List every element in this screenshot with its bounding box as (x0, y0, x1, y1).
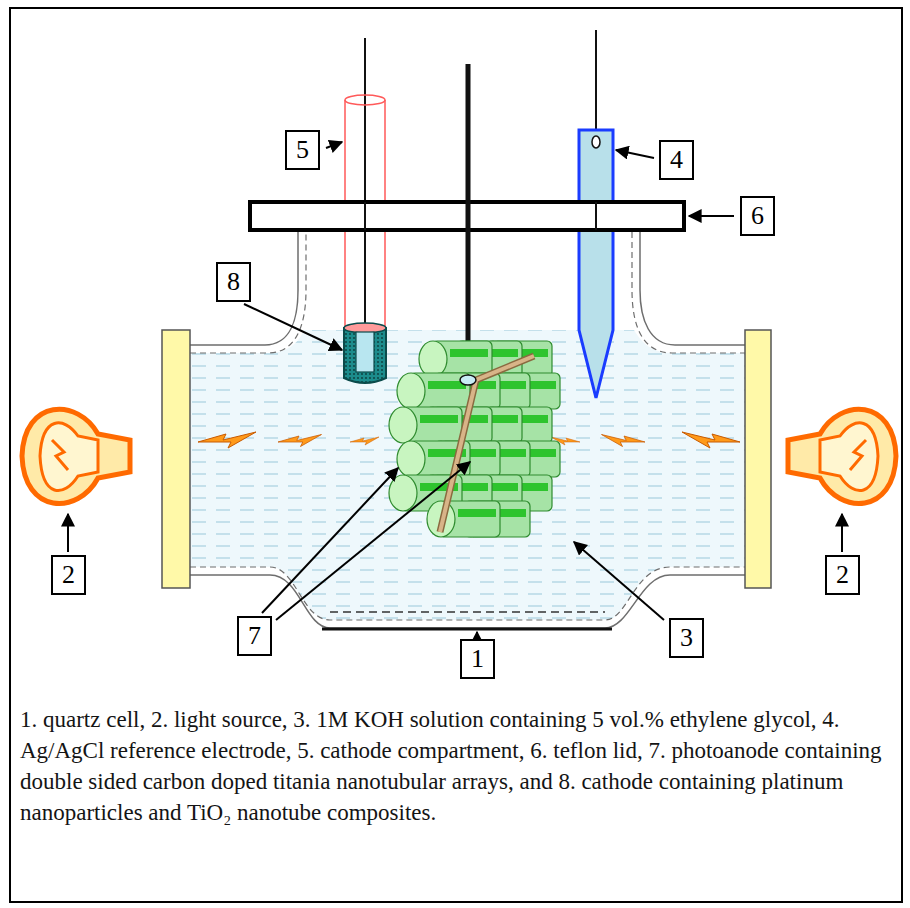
cell-inner-wall (190, 567, 745, 620)
callout-box: 7 (237, 616, 272, 656)
anode-strap-edge (440, 356, 534, 532)
callout-number: 2 (62, 559, 75, 590)
cell-inner-wall (632, 232, 745, 353)
quartz-window-flange (745, 330, 771, 588)
photoanode-lead (466, 64, 471, 378)
leader-arrow (326, 142, 342, 148)
quartz-window-flange (162, 330, 190, 588)
reference-wire (595, 30, 597, 138)
cathode-wire (364, 202, 366, 230)
callout-number: 2 (836, 559, 849, 590)
light-ray (278, 435, 322, 447)
light-ray-group (350, 437, 379, 445)
light-ray-group (278, 435, 322, 447)
callout-number: 1 (471, 643, 484, 674)
callout-box: 2 (825, 555, 860, 595)
cell-inner-wall (190, 232, 306, 353)
nanotube (419, 341, 492, 377)
nanotube (427, 501, 500, 537)
light-ray (350, 437, 379, 445)
reference-electrode (579, 130, 613, 398)
leader-arrow (476, 632, 478, 636)
light-ray (198, 432, 256, 448)
callout-box: 4 (659, 140, 694, 180)
callout-number: 3 (680, 622, 693, 653)
figure-frame (10, 8, 902, 902)
light-ray-group (682, 432, 740, 448)
callout-number: 6 (751, 200, 764, 231)
leader-arrow (262, 468, 398, 613)
anode-strap (440, 356, 534, 532)
light-source (22, 409, 130, 503)
nanotube (389, 407, 462, 443)
callout-number: 5 (296, 134, 309, 165)
callout-number: 4 (670, 144, 683, 175)
light-source-right (788, 409, 896, 503)
leader-arrow (574, 542, 664, 620)
leader-arrow (689, 215, 734, 217)
callout-box: 3 (669, 618, 704, 658)
leaders (68, 142, 842, 636)
reference-wire (595, 202, 597, 230)
leader-arrow (616, 150, 654, 158)
nanotube (397, 373, 470, 409)
figure-caption: 1. quartz cell, 2. light source, 3. 1M K… (20, 704, 892, 828)
callout-box: 2 (51, 555, 86, 595)
callout-box: 1 (460, 639, 495, 679)
quartz-window (330, 611, 605, 613)
cell-wall (640, 232, 745, 345)
callout-number: 8 (227, 266, 240, 297)
leader-arrow (67, 514, 69, 552)
pt-cathode (356, 332, 374, 372)
light-ray (682, 432, 740, 448)
reference-junction (592, 136, 600, 148)
cathode-frit (344, 328, 386, 383)
callout-box: 6 (740, 196, 775, 236)
cell-wall (190, 232, 298, 345)
callout-box: 5 (285, 130, 320, 170)
cell-bottom (322, 628, 612, 631)
cathode-wire (364, 38, 366, 336)
callout-box: 8 (216, 262, 251, 302)
leader-arrow (841, 514, 843, 552)
light-source (788, 409, 896, 503)
light-ray-group (602, 435, 646, 447)
compartment-opening (345, 95, 385, 105)
light-ray (602, 435, 646, 447)
leader-arrow (244, 304, 342, 350)
anode-contact (460, 375, 476, 385)
callout-number: 7 (248, 620, 261, 651)
leader-arrow (276, 462, 470, 620)
